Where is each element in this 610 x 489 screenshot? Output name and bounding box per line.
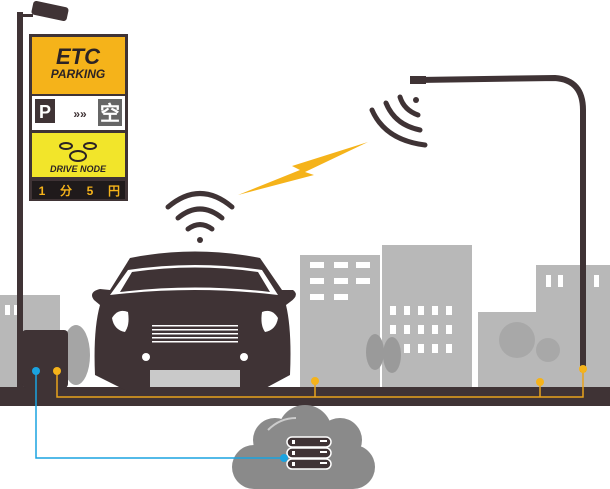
car-front-icon: [92, 251, 296, 390]
security-camera-icon: [23, 0, 69, 22]
sign-title-etc: ETC: [56, 44, 101, 69]
sensor-network: [53, 365, 587, 398]
lightning-signal-icon: [238, 142, 368, 195]
sensor-dot: [536, 378, 544, 386]
etc-parking-sign: ETC PARKING P »» 空 DRIVE NODE 1 分 5 円: [29, 34, 128, 201]
building-windows: [5, 262, 599, 353]
drive-node-label: DRIVE NODE: [50, 164, 107, 174]
server-icon: [286, 436, 332, 470]
street-lamp-head: [410, 76, 426, 84]
price-cell: 分: [60, 183, 72, 198]
drive-node-logo-icon: [59, 142, 97, 162]
trees: [62, 322, 560, 385]
sensor-dot: [579, 365, 587, 373]
arrows-icon: »»: [73, 107, 87, 121]
controller-box: [22, 330, 68, 388]
vacancy-indicator: 空: [100, 101, 120, 125]
sign-pole: [17, 12, 23, 390]
price-cell: 1: [39, 184, 46, 198]
parking-letter: P: [39, 102, 51, 122]
sensor-dot: [311, 377, 319, 385]
price-cell: 5: [87, 184, 94, 198]
sensor-dot: [53, 367, 61, 375]
price-cell: 円: [108, 184, 120, 198]
link-dot: [280, 454, 288, 462]
server-link-line: [35, 371, 284, 459]
sign-title-parking: PARKING: [51, 67, 105, 81]
city-skyline: [0, 245, 610, 387]
lamp-wifi-icon: [369, 94, 428, 148]
link-dot: [32, 367, 40, 375]
wifi-icon: [165, 191, 235, 243]
street-lamp-pole: [417, 74, 586, 372]
